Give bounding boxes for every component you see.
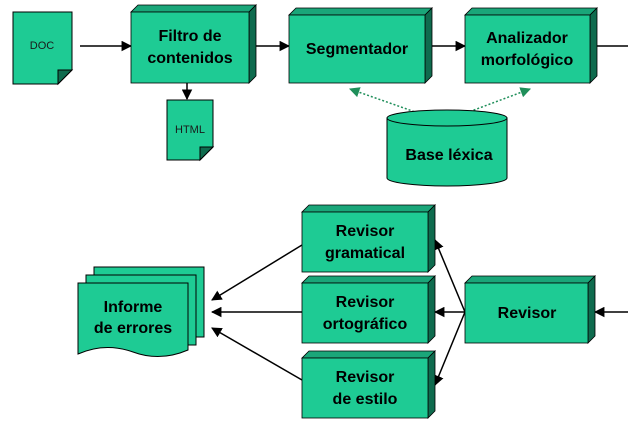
segmentador-box: Segmentador — [288, 7, 433, 84]
analizador-label-line-2: morfológico — [481, 52, 574, 69]
arrow-revisor-to-gramatical — [433, 239, 466, 313]
connectors — [80, 40, 628, 386]
dotted-arrow-base-to-analizador — [465, 87, 531, 114]
gramatical-box: Revisor gramatical — [301, 204, 436, 273]
arrow-gramatical-to-informe — [211, 244, 303, 301]
gramatical-label-line-2: gramatical — [325, 245, 405, 262]
analizador-box: Analizador morfológico — [464, 7, 598, 84]
ortografico-label-line-1: Revisor — [336, 294, 395, 311]
arrow-estilo-to-informe — [211, 327, 303, 381]
filtro-label-line-1: Filtro de — [158, 28, 221, 45]
arrow-revisor-to-estilo — [433, 311, 466, 386]
filtro-label-line-2: contenidos — [147, 50, 232, 67]
ortografico-label-line-2: ortográfico — [323, 316, 408, 333]
base-lexica-label: Base léxica — [405, 147, 492, 164]
revisor-label: Revisor — [498, 305, 557, 322]
doc-label: DOC — [30, 40, 55, 52]
base-lexica-cylinder: Base léxica — [386, 109, 508, 187]
gramatical-label-line-1: Revisor — [336, 223, 395, 240]
estilo-label-line-1: Revisor — [336, 369, 395, 386]
html-label: HTML — [175, 124, 205, 136]
doc-document: DOC — [12, 11, 74, 86]
dotted-arrow-base-to-segmentador — [349, 87, 419, 114]
informe-label-line-1: Informe — [104, 299, 163, 316]
estilo-box: Revisor de estilo — [301, 350, 436, 419]
filtro-box: Filtro de contenidos — [130, 4, 257, 84]
informe-label-line-2: de errores — [94, 320, 172, 337]
informe-document-stack: Informe de errores — [77, 266, 205, 357]
html-document: HTML — [166, 99, 215, 162]
revisor-box: Revisor — [464, 275, 596, 344]
analizador-label-line-1: Analizador — [486, 30, 568, 47]
segmentador-label: Segmentador — [306, 41, 408, 58]
estilo-label-line-2: de estilo — [333, 391, 398, 408]
ortografico-box: Revisor ortográfico — [301, 275, 436, 344]
